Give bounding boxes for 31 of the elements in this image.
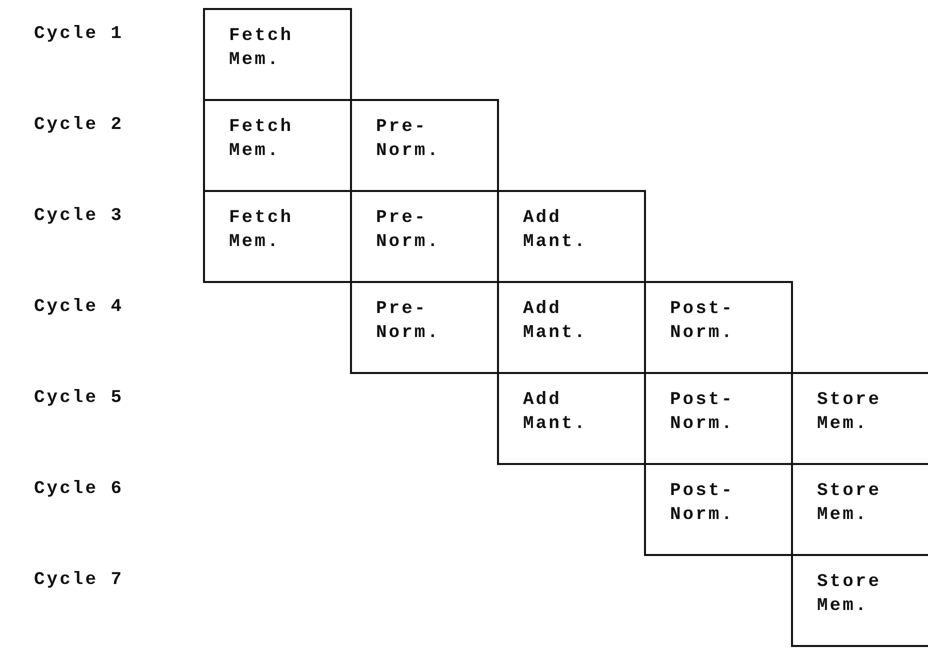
pipeline-stage-box: [350, 281, 499, 374]
pipeline-stage-box: [644, 463, 793, 556]
stage-name: Pre-Norm.: [376, 298, 442, 345]
cycle-label: Cycle 3: [34, 206, 124, 226]
stage-name: Fetch Mem.: [229, 116, 294, 163]
stage-name: Post-Norm.: [670, 389, 736, 436]
pipeline-stage-box: [203, 8, 352, 101]
stage-name: Add Mant.: [523, 389, 588, 436]
cycle-label: Cycle 2: [34, 115, 124, 135]
stage-name: Store Mem.: [817, 389, 882, 436]
stage-name: Store Mem.: [817, 571, 882, 618]
stage-name: Post-Norm.: [670, 298, 736, 345]
stage-name: Store Mem.: [817, 480, 882, 527]
pipeline-stage-box: [791, 554, 928, 647]
stage-name: Add Mant.: [523, 298, 588, 345]
stage-name: Post-Norm.: [670, 480, 736, 527]
pipeline-stage-box: [203, 190, 352, 283]
cycle-label: Cycle 7: [34, 570, 124, 590]
cycle-label: Cycle 4: [34, 297, 124, 317]
cycle-label: Cycle 1: [34, 24, 124, 44]
stage-name: Pre-Norm.: [376, 207, 442, 254]
stage-name: Fetch Mem.: [229, 207, 294, 254]
pipeline-stage-box: [350, 99, 499, 192]
pipeline-stage-box: [644, 281, 793, 374]
stage-name: Pre-Norm.: [376, 116, 442, 163]
stage-name: Add Mant.: [523, 207, 588, 254]
cycle-label: Cycle 6: [34, 479, 124, 499]
pipeline-stage-box: [497, 372, 646, 465]
pipeline-stage-box: [497, 190, 646, 283]
cycle-label: Cycle 5: [34, 388, 124, 408]
stage-name: Fetch Mem.: [229, 25, 294, 72]
